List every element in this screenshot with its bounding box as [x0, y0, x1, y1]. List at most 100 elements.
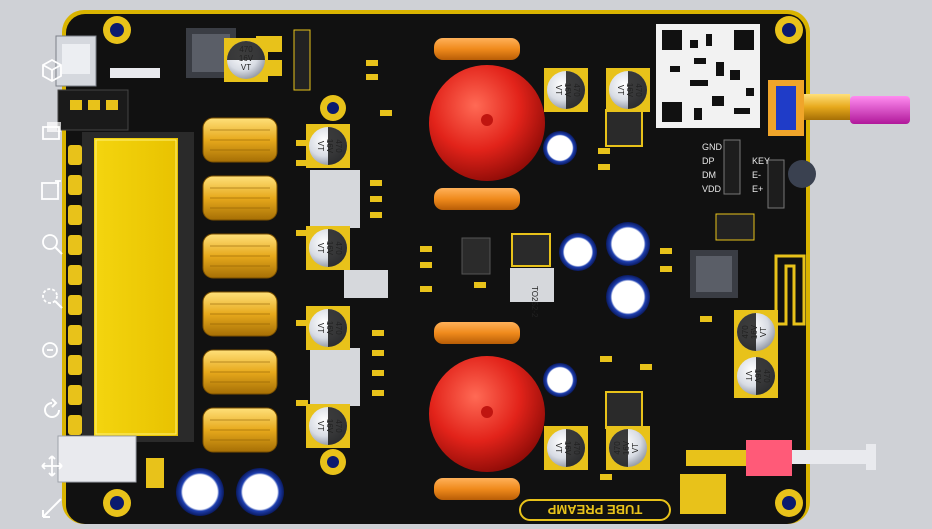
key-pin-label: KEY — [752, 156, 770, 166]
cap-label: 16V — [625, 83, 634, 98]
power-inductors — [511, 109, 643, 429]
smd-electrolytic-caps: 47016VVT47016VVT47016VVT47016VVT47016VVT… — [224, 38, 778, 470]
cap-label: VT — [316, 141, 325, 151]
cap-label: VT — [631, 443, 640, 453]
zoom-in-button[interactable] — [32, 226, 72, 262]
zoom-in-icon — [39, 231, 65, 257]
usb-pin-label: VDD — [702, 184, 722, 194]
zoom-out-button[interactable] — [32, 280, 72, 316]
usb-header-labels: GND DP DM VDD — [702, 142, 723, 194]
cap-label: 470 — [239, 45, 253, 54]
cap-label: VT — [759, 327, 768, 337]
key-header-labels: KEY E- E+ — [752, 156, 770, 194]
rca-connector — [746, 440, 876, 476]
cap-label: 16V — [563, 83, 572, 98]
view-toolbar — [32, 30, 72, 518]
cap-label: 470 — [334, 139, 343, 153]
cap-label: 16V — [325, 139, 334, 154]
cap-label: 470 — [334, 241, 343, 255]
usb-pin-label: GND — [702, 142, 723, 152]
cap-label: 470 — [572, 83, 581, 97]
smd-components — [296, 60, 752, 480]
zoom-area-icon — [39, 339, 65, 365]
measure-icon — [39, 495, 65, 521]
cap-label: 16V — [325, 321, 334, 336]
title-silkscreen: TUBE PREAMP — [547, 502, 642, 517]
cap-label: 16V — [622, 440, 631, 455]
usb-pin-label: DM — [702, 170, 716, 180]
cube-view-icon — [39, 57, 65, 83]
measure-button[interactable] — [32, 490, 72, 526]
fit-view-icon — [39, 177, 65, 203]
mounting-holes — [103, 16, 803, 517]
vacuum-tube-top — [429, 38, 545, 210]
amp-ic-top — [310, 170, 360, 228]
logo-silk — [680, 474, 726, 514]
cap-label: VT — [316, 421, 325, 431]
cap-label: 470 — [334, 321, 343, 335]
fit-view-button[interactable] — [32, 172, 72, 208]
usb-header — [723, 139, 741, 195]
lcd-pins — [68, 145, 82, 435]
rca-pads — [686, 450, 746, 466]
audio-jack — [57, 89, 129, 131]
crystal — [110, 68, 160, 78]
vacuum-tube-bottom — [429, 322, 545, 500]
usb-connector — [55, 35, 97, 87]
cap-label: VT — [316, 323, 325, 333]
cap-label: 16V — [563, 441, 572, 456]
cap-label: 470 — [634, 83, 643, 97]
cap-label: 470 — [572, 441, 581, 455]
blue-electrolytic-caps — [176, 131, 650, 516]
rotate-button[interactable] — [32, 392, 72, 428]
power-connector — [57, 435, 164, 488]
layers-button[interactable] — [32, 112, 72, 148]
cap-label: VT — [554, 443, 563, 453]
cap-label: VT — [616, 85, 625, 95]
cap-label: VT — [316, 243, 325, 253]
pan-icon — [39, 453, 65, 479]
crystal-right — [715, 213, 755, 241]
key-pin-label: E+ — [752, 184, 763, 194]
cap-label: 16V — [239, 54, 254, 63]
pan-button[interactable] — [32, 448, 72, 484]
regulator-label: TO252-2 — [530, 286, 539, 318]
cap-label: 470 — [762, 369, 771, 383]
key-header — [767, 159, 785, 209]
cap-label: 470 — [741, 325, 750, 339]
zoom-area-button[interactable] — [32, 334, 72, 370]
usb-pin-label: DP — [702, 156, 715, 166]
cap-label: 16V — [753, 369, 762, 384]
cube-view-button[interactable] — [32, 52, 72, 88]
cap-label: 16V — [325, 419, 334, 434]
cap-label: 470 — [334, 419, 343, 433]
cap-label: VT — [744, 371, 753, 381]
cap-label: 16V — [325, 241, 334, 256]
sma-connector — [768, 80, 910, 136]
key-pin-label: E- — [752, 170, 761, 180]
amp-ic-bottom — [310, 348, 360, 406]
cap-label: VT — [554, 85, 563, 95]
rotate-icon — [39, 397, 65, 423]
cap-label: 16V — [750, 324, 759, 339]
lcd-display — [82, 132, 194, 442]
zoom-out-icon — [39, 285, 65, 311]
wifi-antenna — [774, 254, 806, 326]
opamp-ic — [344, 270, 388, 298]
layers-icon — [39, 117, 65, 143]
regulator-to252 — [510, 268, 554, 302]
cap-label: VT — [241, 63, 251, 72]
